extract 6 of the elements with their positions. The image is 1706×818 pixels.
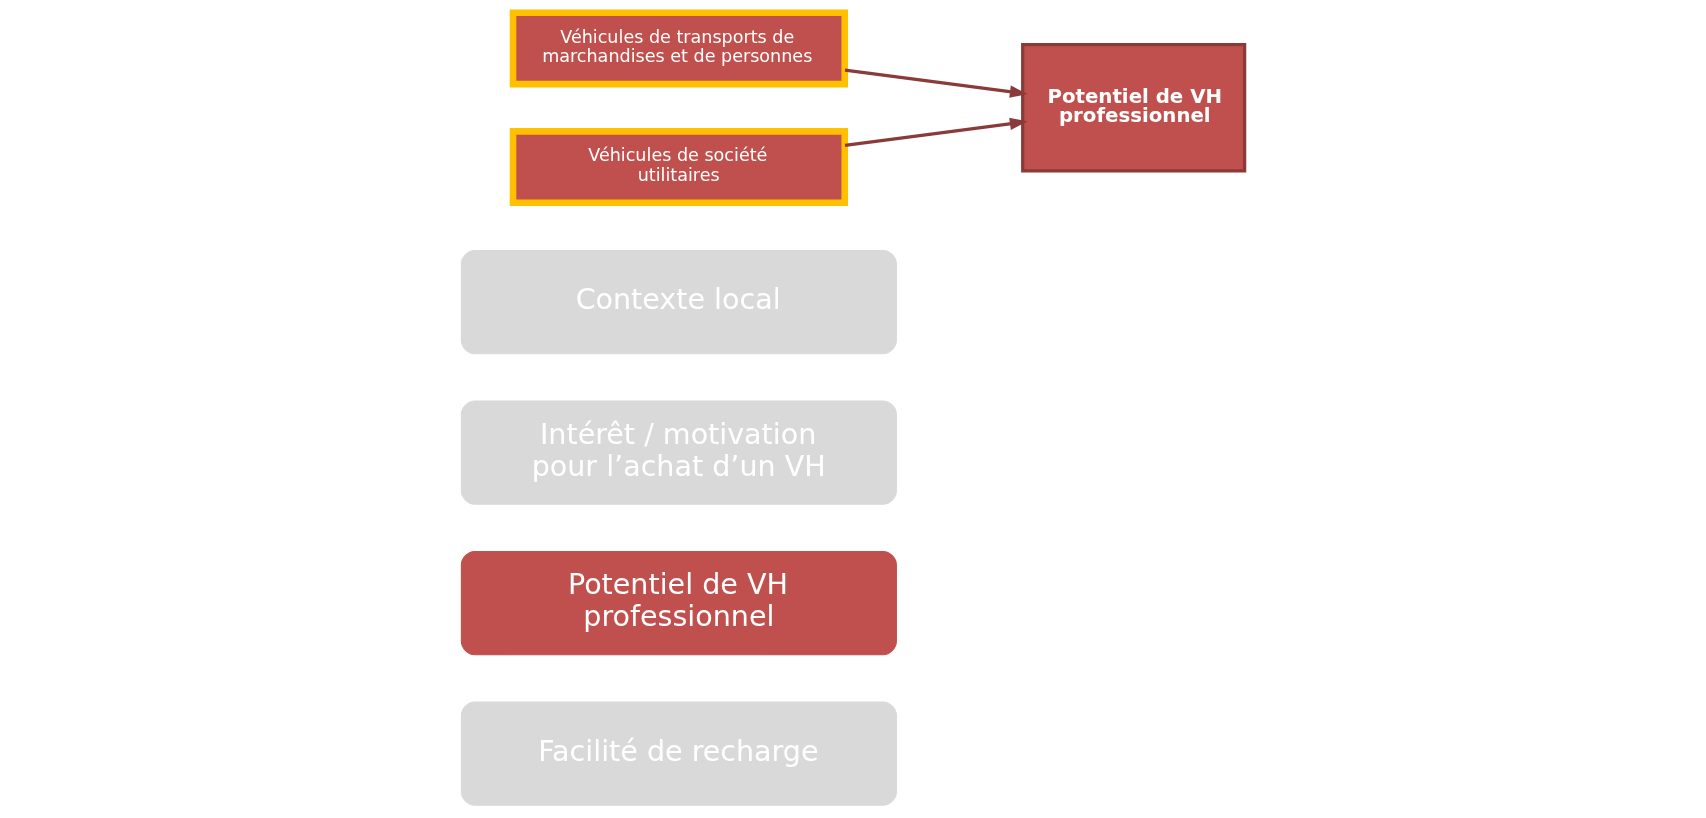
- node-box: Véhicules de transports de marchandises et de personnes: [509, 9, 849, 88]
- node-box: Potentiel de VH professionnel: [1021, 42, 1247, 173]
- arrow: [844, 68, 1028, 98]
- node-box: Potentiel de VH professionnel: [460, 551, 897, 656]
- node-box: Véhicules de société utilitaires: [509, 128, 849, 207]
- arrow: [844, 117, 1028, 148]
